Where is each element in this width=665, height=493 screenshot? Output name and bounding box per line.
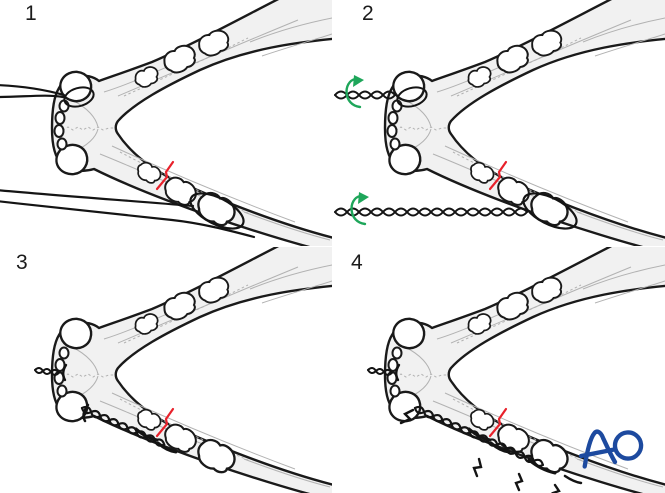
panel-step-4: 4 AO: [333, 247, 665, 493]
twisted-wire-symphysis-stub: [34, 363, 68, 382]
mandible-illustration-step-1: [0, 0, 332, 246]
panel-step-2: 2: [333, 0, 665, 246]
twisted-wire-arcade: [80, 403, 178, 454]
wire-around-molar: [0, 189, 256, 239]
mandible-illustration-step-3: [34, 247, 332, 493]
mandible-illustration-step-4: AO: [367, 247, 665, 493]
twisted-wire-arcade-long: [413, 405, 583, 485]
panel-step-3: 3: [0, 247, 332, 493]
mandible-drawing: [52, 247, 332, 493]
twisted-wire-molar: [334, 192, 578, 230]
mandible-drawing: [52, 0, 332, 246]
panel-step-1: 1: [0, 0, 332, 246]
panel-number: 3: [16, 251, 28, 274]
ao-logo: AO: [578, 429, 644, 469]
wire-around-canine: [0, 84, 95, 108]
mandible-illustration-step-2: [334, 0, 665, 246]
panel-number: 1: [25, 2, 37, 25]
bent-wire-ends: [399, 408, 561, 493]
panel-number: 4: [351, 251, 363, 274]
panel-number: 2: [362, 2, 374, 25]
twisted-wire-symphysis-stub: [367, 363, 401, 382]
